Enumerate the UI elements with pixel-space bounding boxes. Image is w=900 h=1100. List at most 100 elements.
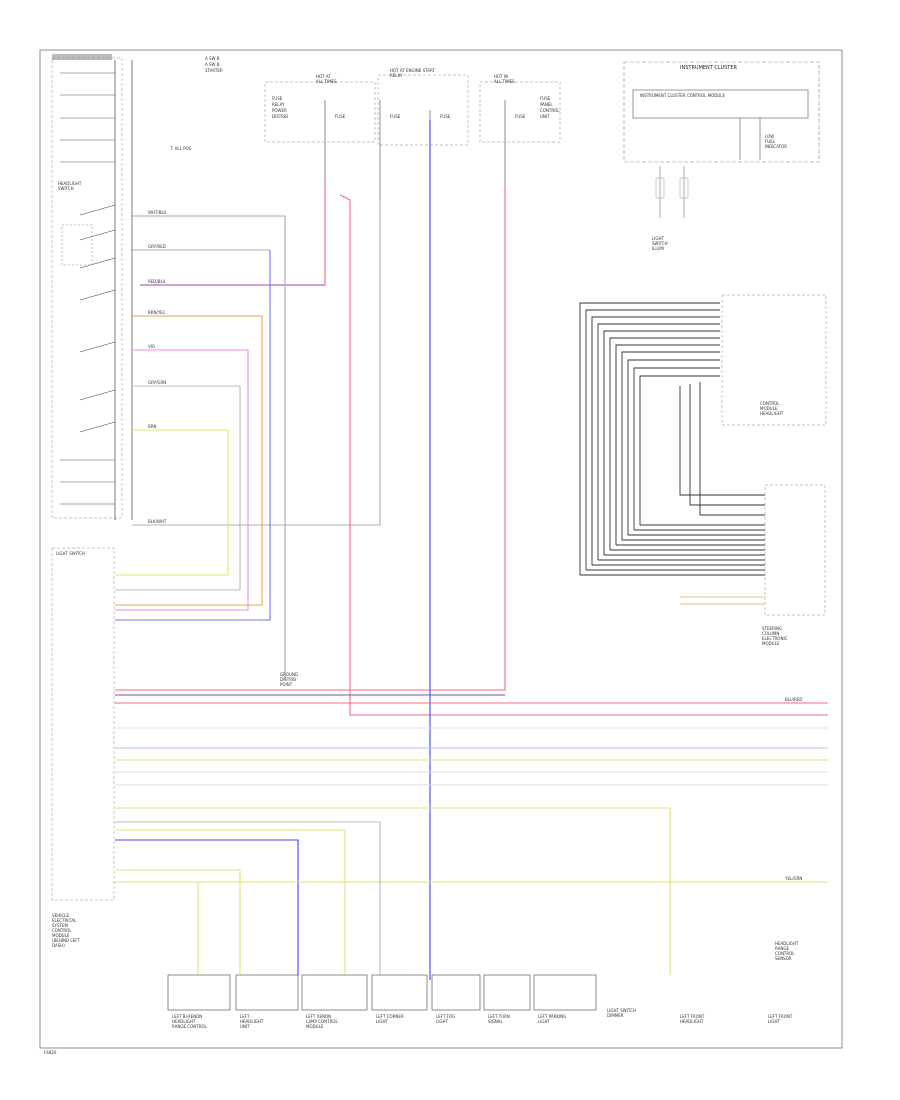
wire-code-2: RED/BLU — [148, 279, 166, 284]
fuse-desc-left-3: DISTRIB — [272, 114, 288, 119]
center-module-label-1: DISTRIB — [280, 677, 296, 682]
light-switch-illum-connector: LIGHT SWITCH ILLUM — [652, 166, 689, 251]
cluster-side-label-2: INDICATOR — [765, 144, 787, 149]
right-module-2-label-3: MODULE — [762, 641, 780, 646]
fuse-label-2: FUSE — [440, 114, 451, 119]
wire-code-6: BRN — [148, 424, 157, 429]
bottom-component-6-line-0: LEFT PARKING — [538, 1014, 566, 1019]
bottom-right-4-line-1: LIGHT — [768, 1019, 781, 1024]
wire-code-9: BLU/RED — [785, 697, 802, 702]
cluster-side-label-0: LOW — [765, 134, 774, 139]
wire-code-5: GRY/GRN — [148, 380, 166, 385]
fuse-desc-right-0: FUSE — [540, 96, 551, 101]
sw-top-right-2: STARTER — [205, 68, 223, 73]
steering-column-module — [764, 484, 826, 616]
headlight-switch: HEADLIGHT SWITCH — [51, 57, 133, 520]
fuse-desc-left-0: FUSE — [272, 96, 283, 101]
left-module-bottom-5: (BEHIND LEFT — [52, 938, 80, 943]
fuse-box-c-label-1: ALL TIMES — [494, 79, 515, 84]
fuse-desc-right-3: UNIT — [540, 114, 550, 119]
wire-code-1: GRY/RED — [148, 244, 166, 249]
left-module-bottom-4: MODULE — [52, 933, 70, 938]
bottom-component-2-line-1: LAMP CONTROL — [306, 1019, 338, 1024]
bottom-component-1-line-1: HEADLIGHT — [240, 1019, 264, 1024]
right-module-1-label-1: MODULE — [760, 406, 778, 411]
bottom-component-5-line-1: SIGNAL — [488, 1019, 504, 1024]
bottom-right-1-line-1: DIMMER — [607, 1013, 624, 1018]
right-module-2-label-2: ELECTRONIC — [762, 636, 788, 641]
left-module-bottom-0: VEHICLE — [52, 913, 69, 918]
footer-code: F4820 — [44, 1050, 57, 1055]
bottom-component-1-line-2: UNIT — [240, 1024, 250, 1029]
center-module-label-0: GROUND — [280, 672, 298, 677]
bottom-right-2-line-1: HEADLIGHT — [680, 1019, 704, 1024]
fuse-label-3: FUSE — [515, 114, 526, 119]
bottom-right-3-line-0: HEADLIGHT — [775, 941, 799, 946]
fuse-desc-right-1: PANEL — [540, 102, 553, 107]
ignition-pos-label: T: ALL POS — [169, 146, 192, 151]
right-harness — [579, 302, 765, 576]
bottom-component-2-line-0: LEFT XENON — [306, 1014, 331, 1019]
right-module-2-label-0: STEERING — [762, 626, 782, 631]
fuse-area: HOT AT ALL TIMES HOT AT ENGINE START REL… — [169, 56, 560, 200]
bottom-component-4-line-1: LIGHT — [436, 1019, 449, 1024]
fuse-desc-left-1: RELAY — [272, 102, 285, 107]
left-module-bottom-3: CONTROL — [52, 928, 72, 933]
bottom-right-3-line-2: CONTROL — [775, 951, 795, 956]
headlight-control-module — [721, 294, 827, 426]
center-module-label-2: POINT — [280, 682, 293, 687]
fuse-box-c-label-0: HOT IN — [494, 74, 508, 79]
headlight-switch-title-1: SWITCH — [58, 186, 74, 191]
bottom-component-5-line-0: LEFT TURN — [488, 1014, 510, 1019]
bottom-component-3-line-1: LIGHT — [376, 1019, 389, 1024]
bottom-component-6-line-1: LIGHT — [538, 1019, 551, 1024]
instrument-cluster: INSTRUMENT CLUSTER INSTRUMENT CLUSTER CO… — [623, 61, 820, 163]
fuse-box-a-label-0: HOT AT — [316, 74, 331, 79]
bottom-right-4-line-0: LEFT FRONT — [768, 1014, 793, 1019]
bottom-component-2-line-2: MODULE — [306, 1024, 324, 1029]
bottom-component-4-line-0: LEFT FOG — [436, 1014, 455, 1019]
bottom-component-0-line-2: RANGE CONTROL — [172, 1024, 208, 1029]
cluster-side-label-1: FUEL — [765, 139, 776, 144]
left-module-title: LIGHT SWITCH — [56, 551, 85, 556]
left-module-bottom-2: SYSTEM — [52, 923, 68, 928]
bottom-component-0-line-1: HEADLIGHT — [172, 1019, 196, 1024]
fuse-box-b-label-0: HOT AT ENGINE START — [390, 68, 435, 73]
bottom-right-1-line-0: LIGHT SWITCH — [607, 1008, 636, 1013]
fuse-box-a-label-1: ALL TIMES — [316, 79, 337, 84]
fuse-desc-right-2: CONTROL — [540, 108, 560, 113]
instrument-cluster-module-label: INSTRUMENT CLUSTER CONTROL MODULE — [640, 93, 725, 98]
fuse-label-0: FUSE — [335, 114, 346, 119]
bottom-right-2-line-0: LEFT FRONT — [680, 1014, 705, 1019]
wire-code-3: BRN/YEL — [148, 310, 166, 315]
diagram-frame — [39, 49, 843, 1049]
bottom-components — [167, 974, 597, 1011]
sw-top-right-1: A SW B — [205, 62, 220, 67]
wire-code-7: BLK/WHT — [148, 519, 167, 524]
left-module-bottom-1: ELECTRICAL — [52, 918, 77, 923]
left-module: LIGHT SWITCH VEHICLE ELECTRICAL SYSTEM C… — [51, 547, 115, 948]
sw-top-right-0: A SW B — [205, 56, 220, 61]
bottom-component-0-line-0: LEFT BI-XENON — [172, 1014, 202, 1019]
wire-code-8: YEL/GRN — [784, 876, 802, 881]
fuse-label-1: FUSE — [390, 114, 401, 119]
small-connector-label-0: LIGHT — [652, 236, 665, 241]
left-module-bottom-6: DASH) — [52, 943, 65, 948]
right-module-1-label-2: HEADLIGHT — [760, 411, 784, 416]
right-module-1-label-0: CONTROL — [760, 401, 780, 406]
wire-code-0: WHT/BLU — [148, 210, 167, 215]
fuse-box-b-label-1: RELAY — [390, 73, 403, 78]
headlight-switch-title-0: HEADLIGHT — [58, 181, 82, 186]
right-module-2-label-1: COLUMN — [762, 631, 779, 636]
bottom-right-3-line-3: SENSOR — [775, 956, 792, 961]
wire-code-4: VIO — [148, 344, 155, 349]
fuse-desc-left-2: POWER — [272, 108, 287, 113]
small-connector-label-1: SWITCH — [652, 241, 668, 246]
header-tab — [52, 54, 112, 60]
instrument-cluster-label: INSTRUMENT CLUSTER — [680, 65, 738, 71]
bottom-component-1-line-0: LEFT — [240, 1014, 250, 1019]
bottom-right-3-line-1: RANGE — [775, 946, 789, 951]
bottom-component-3-line-0: LEFT CORNER — [376, 1014, 404, 1019]
small-connector-label-2: ILLUM — [652, 246, 664, 251]
